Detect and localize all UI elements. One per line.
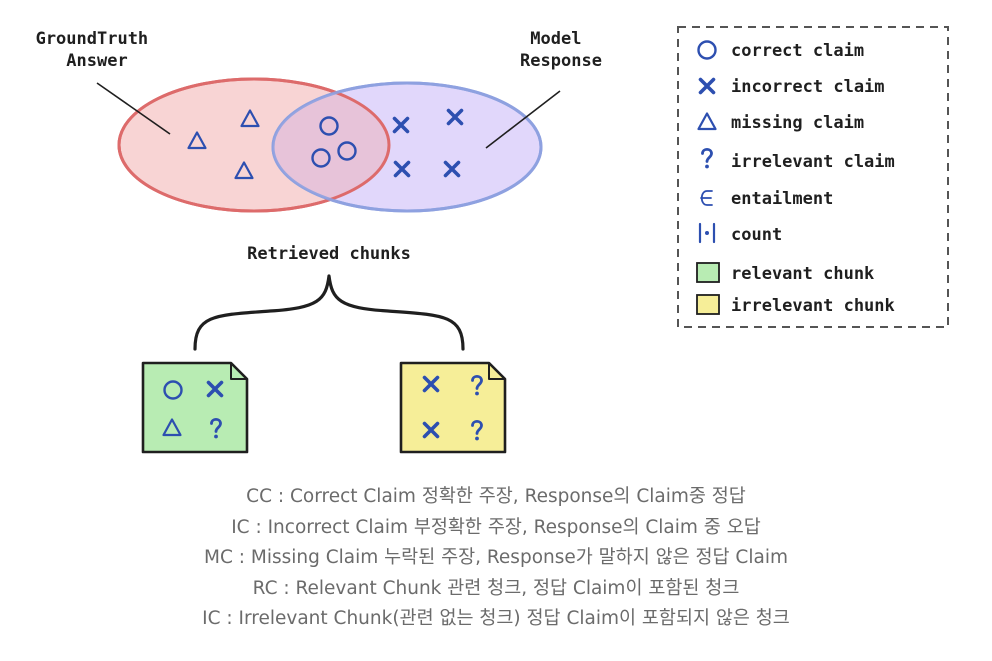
ground-truth-label: GroundTruth Answer <box>36 29 159 71</box>
glossary: CC : Correct Claim 정확한 주장, Response의 Cla… <box>0 482 992 635</box>
legend-label: irrelevant claim <box>731 152 895 172</box>
legend: correct claim incorrect claim missing cl… <box>677 26 949 328</box>
retrieved-chunks-label: Retrieved chunks <box>247 244 411 264</box>
legend-label: correct claim <box>731 41 864 61</box>
glossary-line: MC : Missing Claim 누락된 주장, Response가 말하지… <box>203 547 788 568</box>
circle-icon <box>697 40 717 60</box>
legend-border <box>677 26 949 328</box>
glossary-line: IC : Incorrect Claim 부정확한 주장, Response의 … <box>231 516 761 538</box>
question-icon <box>701 147 713 170</box>
glossary-line: RC : Relevant Chunk 관련 청크, 정답 Claim이 포함된… <box>252 577 740 599</box>
legend-label: missing claim <box>731 113 864 133</box>
legend-label: incorrect claim <box>731 77 885 97</box>
overlap-region <box>273 83 389 211</box>
green-square-icon <box>696 262 720 283</box>
legend-label: count <box>731 225 782 245</box>
legend-label: irrelevant chunk <box>731 296 895 316</box>
legend-label: relevant chunk <box>731 264 874 284</box>
glossary-line: IC : Irrelevant Chunk(관련 없는 청크) 정답 Claim… <box>202 608 790 629</box>
retrieved-chunks-brace <box>193 274 465 351</box>
irrelevant-chunk-card <box>399 361 507 454</box>
relevant-chunk-card <box>141 361 249 454</box>
x-icon <box>698 77 716 95</box>
element-of-icon <box>700 190 713 206</box>
count-bars-icon <box>698 222 716 244</box>
yellow-square-icon <box>696 294 720 315</box>
glossary-line: CC : Correct Claim 정확한 주장, Response의 Cla… <box>246 486 746 507</box>
model-response-pointer <box>485 90 561 149</box>
triangle-icon <box>697 112 717 131</box>
model-response-label: Model Response <box>520 29 602 71</box>
legend-label: entailment <box>731 189 833 209</box>
venn-diagram <box>117 77 543 213</box>
ground-truth-pointer <box>96 82 171 135</box>
